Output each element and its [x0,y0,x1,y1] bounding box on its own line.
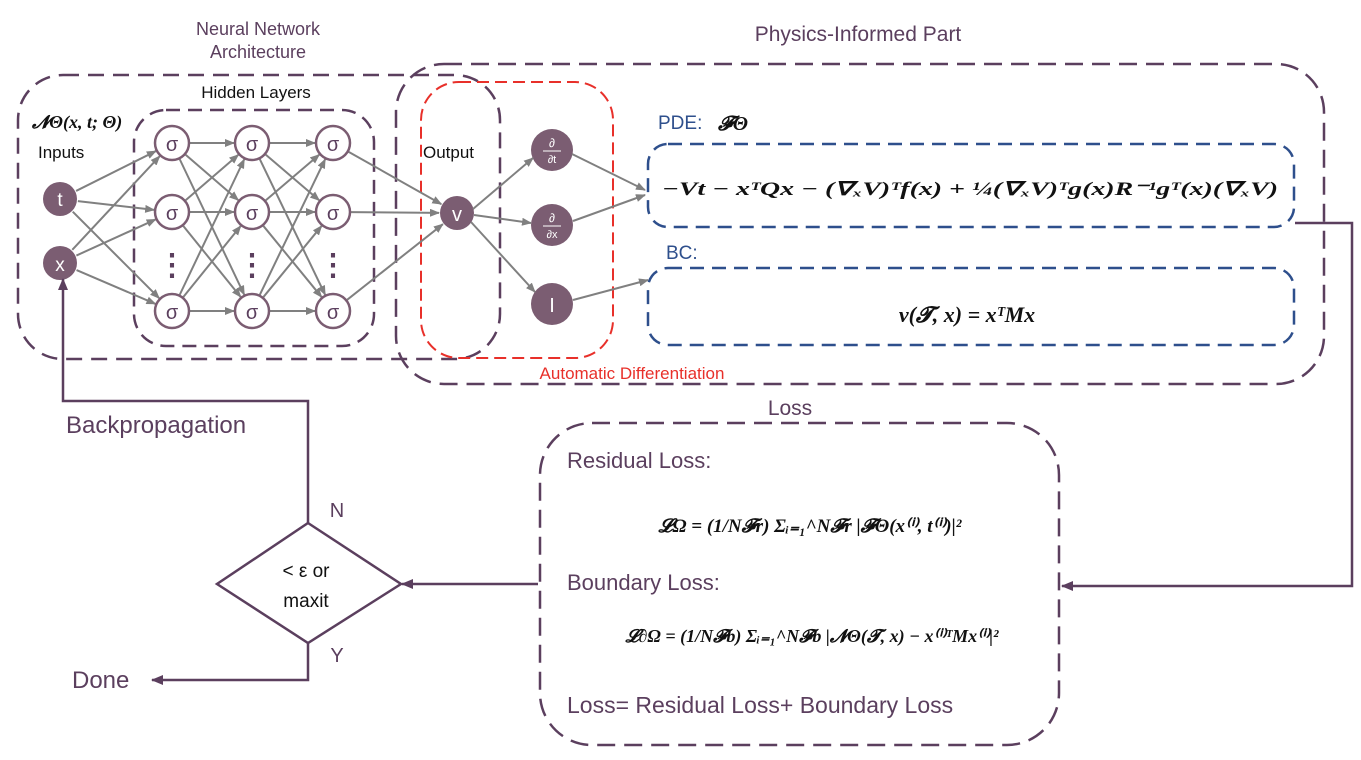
sigma-node: σ [153,193,191,231]
decision-text: < ε or [282,561,330,582]
edge [72,211,160,299]
nn-architecture-title: Neural Network [196,19,321,39]
svg-text:∂: ∂ [549,211,555,225]
edge [572,278,649,301]
svg-text:I: I [549,295,555,317]
inputs-label: Inputs [38,143,84,162]
sigma-node: σ [233,193,271,231]
nn-architecture-box [16,73,502,361]
derivative-x-node: ∂ ∂x [531,204,573,246]
backprop-arrow [58,278,310,523]
pde-label: PDE: [658,113,702,134]
hidden-layers-label: Hidden Layers [201,83,311,102]
hidden-nodes: σ σ σ σ σ σ σ σ σ [153,124,352,330]
svg-text:σ: σ [327,134,340,156]
sigma-node: σ [153,124,191,162]
edge [346,223,444,301]
edge [473,214,532,226]
loss-title: Loss [768,397,812,420]
boundary-loss-label: Boundary Loss: [567,570,720,595]
network-function-label: 𝓝Θ(x, t; Θ) [31,112,122,133]
auto-diff-box [420,81,614,359]
residual-loss-label: Residual Loss: [567,448,711,473]
svg-text:t: t [57,190,63,211]
sigma-node: σ [314,124,352,162]
residual-loss-equation: 𝓛Ω = (1/N𝓕r) Σᵢ₌₁^N𝓕r |𝓕Θ(x⁽ⁱ⁾, t⁽ⁱ⁾)|² [658,516,963,537]
decision-diamond [214,521,404,645]
edge [472,157,534,210]
sigma-node: σ [233,292,271,330]
pde-equation: −Vt − xᵀQx − (∇ₓV)ᵀf(x) + ¼(∇ₓV)ᵀg(x)R⁻¹… [662,179,1278,200]
done-arrow [151,643,310,685]
ellipsis-dots: ⋮ [157,249,187,282]
svg-text:σ: σ [166,203,179,225]
edge [77,200,156,213]
edge [258,158,327,296]
physics-informed-box [394,62,1326,386]
bc-label: BC: [666,243,698,264]
bc-equation: v(𝓣, x) = xᵀMx [899,302,1035,327]
sigma-node: σ [233,124,271,162]
edge [265,153,321,202]
edge [76,269,157,305]
output-node-v: v [440,196,474,230]
edge [75,218,157,257]
no-label: N [330,500,344,522]
ellipsis-dots: ⋮ [237,249,267,282]
edge [470,221,536,293]
svg-text:σ: σ [246,302,259,324]
loss-sum-label: Loss= Residual Loss+ Boundary Loss [567,692,953,718]
backprop-label: Backpropagation [66,412,246,439]
svg-text:σ: σ [166,302,179,324]
physics-part-title: Physics-Informed Part [755,23,962,46]
svg-text:σ: σ [166,134,179,156]
decision-text-2: maxit [283,591,329,612]
edge [262,225,323,298]
input-node-x: x [43,246,77,280]
loss-box [538,421,1061,747]
edge [571,153,646,191]
pde-to-loss-arrow [1061,221,1354,591]
boundary-loss-equation: 𝓛∂Ω = (1/N𝓕b) Σᵢ₌₁^N𝓕b |𝓝Θ(𝓣, x) − x⁽ⁱ⁾ᵀ… [624,626,999,647]
svg-text:x: x [55,255,65,276]
hidden-layers-box [132,108,376,348]
pde-box [646,142,1296,229]
svg-text:σ: σ [246,203,259,225]
edge [75,150,157,192]
yes-label: Y [330,645,343,667]
edge [350,208,441,217]
network-connections [71,139,444,315]
sigma-node: σ [153,292,191,330]
svg-text:∂t: ∂t [548,154,557,166]
edge [178,158,246,296]
svg-text:∂: ∂ [549,136,555,150]
done-label: Done [72,667,129,694]
edge [348,150,443,206]
nn-architecture-title-2: Architecture [210,42,306,62]
edge [182,225,242,298]
svg-text:∂x: ∂x [547,229,558,241]
edge [572,194,646,222]
pde-symbol: 𝓕Θ [717,113,748,135]
svg-text:v: v [452,204,462,226]
ellipsis-dots: ⋮ [318,249,348,282]
edge [184,153,240,202]
sigma-node: σ [314,193,352,231]
svg-text:σ: σ [327,302,340,324]
output-label: Output [423,143,474,162]
svg-text:σ: σ [246,134,259,156]
identity-node: I [531,283,573,325]
derivative-t-node: ∂ ∂t [531,129,573,171]
input-node-t: t [43,182,77,216]
auto-diff-label: Automatic Differentiation [540,364,725,383]
svg-text:σ: σ [327,203,340,225]
sigma-node: σ [314,292,352,330]
edge [71,155,161,251]
